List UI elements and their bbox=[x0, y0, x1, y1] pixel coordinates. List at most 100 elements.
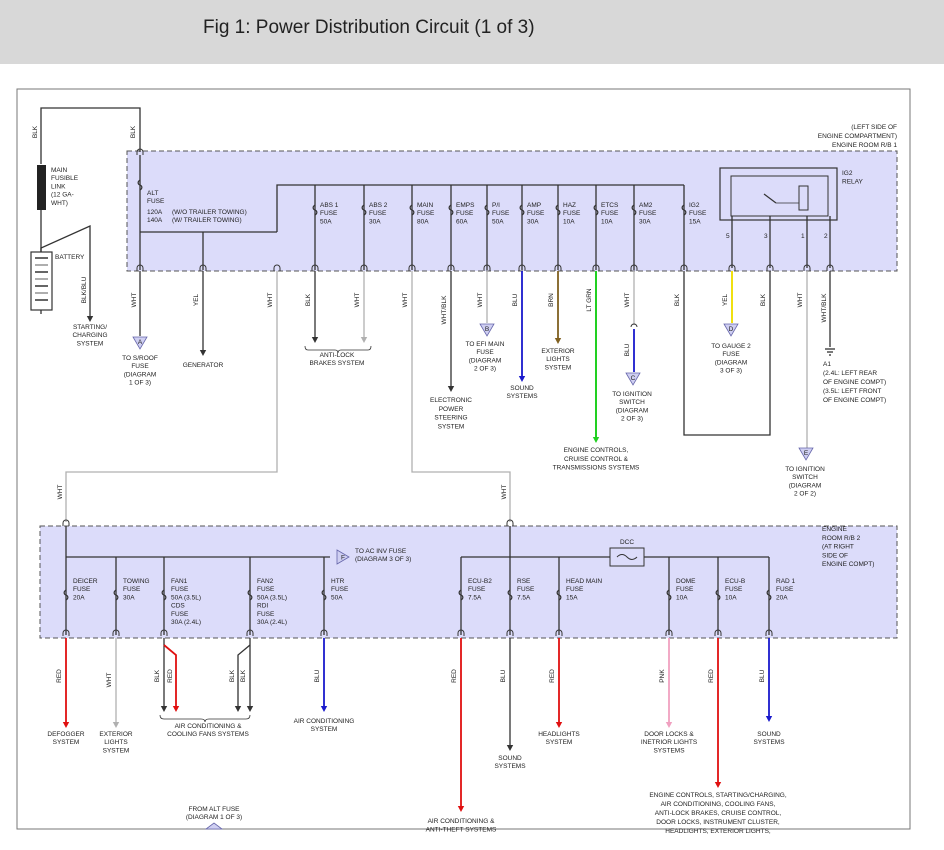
fuse-rb2-label: 7.5A bbox=[517, 594, 531, 601]
fuse-rb2-label: FUSE bbox=[257, 611, 275, 618]
dest-engine-controls: CRUISE CONTROL & bbox=[564, 456, 629, 463]
fuse-rb2-label: FAN2 bbox=[257, 578, 274, 585]
fuse-rb1-label: 30A bbox=[369, 218, 381, 225]
wire-color-label: RED bbox=[167, 669, 174, 683]
fuse-rb2-label: 30A (2.4L) bbox=[257, 619, 287, 626]
wire-color-label: BLK bbox=[674, 293, 681, 306]
rb2-label: ROOM R/B 2 bbox=[822, 535, 861, 542]
dest-ac-antitheft: ANTI-THEFT SYSTEMS bbox=[426, 827, 497, 834]
fan1-red-arrow bbox=[172, 706, 180, 712]
rb2-label: ENGINE bbox=[822, 526, 848, 533]
connector-e bbox=[798, 447, 814, 461]
wire-color-label: WHT/BLK bbox=[821, 293, 828, 323]
ground-label: (2.4L: LEFT REAR bbox=[823, 370, 877, 377]
wire-color-label: BRN bbox=[548, 293, 555, 307]
wire-rb1-to-rb2-right bbox=[411, 271, 511, 522]
dest-ac-system: SYSTEM bbox=[311, 726, 338, 733]
htr-arrow bbox=[320, 706, 328, 712]
rb1-bottom-connector bbox=[554, 264, 562, 271]
dest-ignition-switch: (DIAGRAM bbox=[616, 407, 649, 414]
rb2-fuse-symbol bbox=[63, 589, 69, 601]
fuse-rb1-label: 60A bbox=[456, 218, 468, 225]
fuse-rb2-label: FUSE bbox=[123, 586, 141, 593]
ig2-relay-inner bbox=[730, 175, 829, 217]
dest-anti-lock: ANTI-LOCK bbox=[320, 352, 355, 359]
dest-headlights: SYSTEM bbox=[546, 739, 573, 746]
fuse-rb1-label: 30A bbox=[527, 218, 539, 225]
rb2-bottom-connector bbox=[320, 629, 328, 636]
fuse-rb2-label: DOME bbox=[676, 578, 696, 585]
dest-starting-charging: STARTING/ bbox=[73, 324, 107, 331]
dest-efi-main: TO EFI MAIN bbox=[466, 341, 505, 348]
wire-color-label: PNK bbox=[659, 669, 666, 683]
rb1-fuse-symbol bbox=[448, 204, 454, 216]
from-alt-fuse-label: FROM ALT FUSE bbox=[188, 806, 240, 813]
dest-exterior-lights: LIGHTS bbox=[546, 356, 570, 363]
fuse-rb2-label: FUSE bbox=[566, 586, 584, 593]
wire-color-label: BLU bbox=[314, 669, 321, 682]
haz-arrow bbox=[554, 338, 562, 344]
dest-exterior-lights: SYSTEM bbox=[545, 364, 572, 371]
dome-arrow bbox=[665, 722, 673, 728]
dest-door-locks: DOOR LOCKS & bbox=[644, 731, 694, 738]
rb2-fuse-symbol bbox=[507, 589, 513, 601]
towing-arrow bbox=[112, 722, 120, 728]
ground-label: OF ENGINE COMPT) bbox=[823, 397, 886, 404]
fuse-rb1-label: FUSE bbox=[369, 210, 387, 217]
rb2-bottom-connector bbox=[457, 629, 465, 636]
fuse-rb2-label: FUSE bbox=[257, 586, 275, 593]
rb2-top-connector bbox=[506, 519, 514, 526]
rb1-bottom-connector bbox=[273, 264, 281, 271]
fuse-rb2-label: RAD 1 bbox=[776, 578, 796, 585]
fans-brace bbox=[159, 714, 251, 723]
dest-ignition-switch: SWITCH bbox=[619, 399, 645, 406]
fuse-rb2-label: CDS bbox=[171, 603, 185, 610]
rb2-fuse-symbol bbox=[556, 589, 562, 601]
dest-door-locks: SYSTEMS bbox=[653, 747, 685, 754]
wire-color-label: WHT bbox=[106, 673, 113, 688]
wire-color-label: BLK bbox=[32, 125, 39, 138]
main-fusible-link bbox=[37, 165, 46, 210]
rb1-bottom-connector bbox=[136, 264, 144, 271]
dest-generator: GENERATOR bbox=[183, 362, 224, 369]
rb1-bottom-connector bbox=[199, 264, 207, 271]
dest-efi-main: (DIAGRAM bbox=[469, 357, 502, 364]
dest-ac-system: AIR CONDITIONING bbox=[294, 718, 355, 725]
fuse-rb1-label: 15A bbox=[689, 218, 701, 225]
main-fusible-link-label: MAIN bbox=[51, 167, 68, 174]
rb1-connector bbox=[136, 148, 144, 155]
battery-top-wire bbox=[40, 107, 141, 164]
rb1-bottom-connector bbox=[447, 264, 455, 271]
connector-d bbox=[723, 323, 739, 337]
starting-arrow bbox=[86, 316, 94, 322]
fuse-rb2-label: FUSE bbox=[73, 586, 91, 593]
wire-fan2-b bbox=[237, 644, 251, 706]
dest-headlights: HEADLIGHTS bbox=[538, 731, 580, 738]
dest-sound-systems: SOUND bbox=[510, 385, 534, 392]
to-ac-inv-label: (DIAGRAM 3 OF 3) bbox=[355, 556, 411, 563]
fuse-rb1-label: FUSE bbox=[417, 210, 435, 217]
connector-a bbox=[132, 336, 148, 350]
connector-e-letter: E bbox=[804, 450, 809, 457]
fuse-rb2-label: 15A bbox=[566, 594, 578, 601]
rb2-fuse-symbol bbox=[715, 589, 721, 601]
wire-color-label: BLU bbox=[500, 669, 507, 682]
rb2-fuse-symbol bbox=[113, 589, 119, 601]
rb1-bottom-connector bbox=[311, 264, 319, 271]
ig2-relay-pin-label: 1 bbox=[801, 233, 805, 240]
engine-room-rb1-box bbox=[126, 150, 898, 272]
rb1-label: ENGINE ROOM R/B 1 bbox=[832, 142, 897, 149]
generator-arrow bbox=[199, 350, 207, 356]
abs2-arrow bbox=[360, 337, 368, 343]
connector-c bbox=[625, 372, 641, 386]
wire-color-label: WHT bbox=[131, 293, 138, 308]
connector-d-letter: D bbox=[729, 326, 734, 333]
fuse-rb2-label: RDI bbox=[257, 603, 268, 610]
wire-color-label: BLK/BLU bbox=[81, 276, 88, 303]
rb2-label: (AT RIGHT bbox=[822, 544, 854, 551]
fuse-rb2-label: FUSE bbox=[468, 586, 486, 593]
fuse-rb2-label: FUSE bbox=[331, 586, 349, 593]
fuse-rb2-label: FAN1 bbox=[171, 578, 188, 585]
wire-color-label: WHT/BLK bbox=[441, 295, 448, 325]
fuse-alt-label: ALT bbox=[147, 190, 158, 197]
